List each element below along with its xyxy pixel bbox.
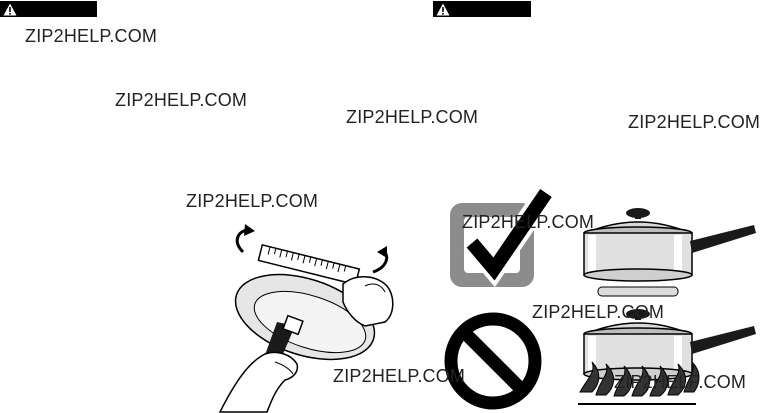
watermark-text: ZIP2HELP.COM	[628, 112, 761, 132]
warning-triangle-icon	[3, 3, 17, 16]
prohibited-icon	[444, 312, 542, 410]
pot-correct-illustration	[583, 208, 756, 297]
watermark-text: ZIP2HELP.COM	[186, 191, 319, 211]
lid-rotation-illustration	[218, 224, 394, 413]
checkmark-icon	[450, 186, 552, 288]
watermark-text: ZIP2HELP.COM	[333, 366, 466, 386]
warning-triangle-icon	[436, 3, 450, 16]
watermark-text: ZIP2HELP.COM	[614, 372, 747, 392]
flame-icon	[578, 361, 700, 405]
watermark-text: ZIP2HELP.COM	[346, 107, 479, 127]
warning-banner-right	[433, 1, 531, 17]
watermark-text: ZIP2HELP.COM	[115, 90, 248, 110]
rotate-arrow-right-icon	[372, 246, 389, 274]
watermark-text: ZIP2HELP.COM	[25, 26, 158, 46]
watermark-text: ZIP2HELP.COM	[532, 302, 665, 322]
watermark-text: ZIP2HELP.COM	[462, 212, 595, 232]
pot-incorrect-illustration	[578, 309, 756, 405]
rotate-arrow-left-icon	[235, 224, 255, 254]
warning-banner-left	[0, 1, 97, 17]
